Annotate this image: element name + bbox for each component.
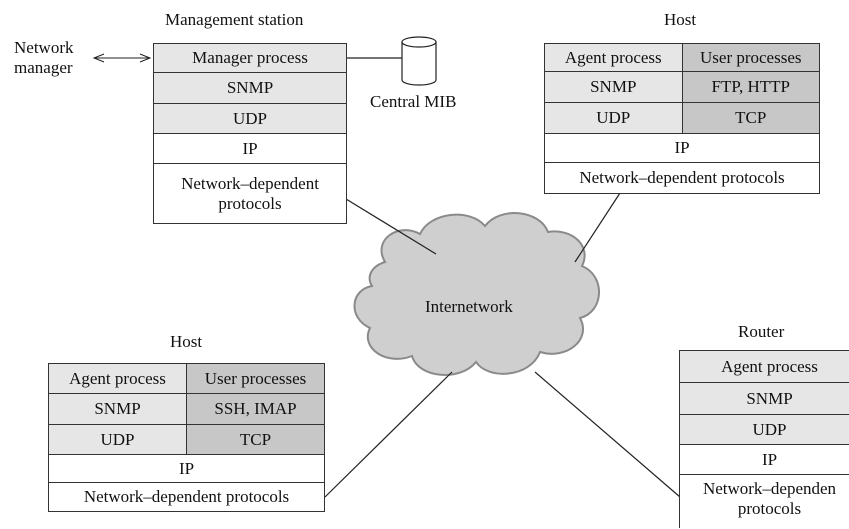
link-host-bottom xyxy=(324,371,453,498)
network-dependent-cell: Network–dependent protocols xyxy=(83,487,290,506)
link-management xyxy=(345,198,437,255)
layer-processes: Agent process User processes xyxy=(49,364,324,394)
layer-ip: IP xyxy=(680,445,849,475)
layer-network-dependent: Network–dependent protocols xyxy=(154,164,346,223)
apps-cell: SSH, IMAP xyxy=(186,394,324,424)
layer-network-dependent: Network–dependent protocols xyxy=(545,163,819,193)
layer-udp: UDP xyxy=(680,415,849,445)
user-processes-cell: User processes xyxy=(186,364,324,393)
layer-udp: UDP xyxy=(154,104,346,134)
layer-network-dependent: Network–dependent protocols xyxy=(49,483,324,511)
network-dependent-cell: Network–dependent protocols xyxy=(579,168,785,187)
network-dependent-cell: Network–dependen protocols xyxy=(680,475,849,529)
snmp-cell: SNMP xyxy=(545,72,682,102)
ip-cell: IP xyxy=(178,458,195,478)
udp-cell: UDP xyxy=(49,425,186,454)
layer-manager-process: Manager process xyxy=(154,44,346,73)
tcp-cell: TCP xyxy=(681,103,819,133)
network-manager-label-line1: Network xyxy=(14,38,74,57)
ip-cell: IP xyxy=(674,138,690,157)
agent-process-cell: Agent process xyxy=(721,356,818,376)
management-station-title: Management station xyxy=(165,10,304,29)
manager-process-cell: Manager process xyxy=(192,48,308,67)
internetwork-label: Internetwork xyxy=(425,297,513,316)
layer-transport: UDP TCP xyxy=(49,425,324,455)
layer-processes: Agent process User processes xyxy=(545,44,819,72)
host-top-title: Host xyxy=(664,10,697,29)
layer-ip: IP xyxy=(545,134,819,163)
central-mib-label: Central MIB xyxy=(370,92,457,111)
database-icon xyxy=(401,36,437,86)
layer-ip: IP xyxy=(154,134,346,164)
udp-cell: UDP xyxy=(232,108,267,128)
ndp-line2: protocols xyxy=(737,499,802,518)
ip-cell: IP xyxy=(242,138,258,158)
link-host-top xyxy=(574,192,621,263)
host-bottom-title: Host xyxy=(170,332,203,351)
network-manager-label-line2: manager xyxy=(14,58,73,77)
layer-snmp: SNMP xyxy=(154,73,346,104)
agent-process-cell: Agent process xyxy=(49,364,186,393)
router-title: Router xyxy=(738,322,785,341)
layer-snmp: SNMP xyxy=(680,383,849,415)
agent-process-cell: Agent process xyxy=(545,44,682,71)
snmp-cell: SNMP xyxy=(49,394,186,424)
udp-cell: UDP xyxy=(752,419,787,439)
ip-cell: IP xyxy=(761,449,778,469)
snmp-cell: SNMP xyxy=(746,388,793,408)
snmp-cell: SNMP xyxy=(226,78,274,97)
internetwork-cloud xyxy=(353,212,600,376)
host-top-stack: Agent process User processes SNMP FTP, H… xyxy=(544,43,820,194)
tcp-cell: TCP xyxy=(186,425,324,454)
udp-cell: UDP xyxy=(545,103,682,133)
user-processes-cell: User processes xyxy=(681,44,819,71)
layer-snmp-apps: SNMP SSH, IMAP xyxy=(49,394,324,425)
apps-cell: FTP, HTTP xyxy=(681,72,819,102)
host-bottom-stack: Agent process User processes SNMP SSH, I… xyxy=(48,363,325,512)
layer-ip: IP xyxy=(49,455,324,483)
double-arrow-icon xyxy=(92,53,152,63)
layer-transport: UDP TCP xyxy=(545,103,819,134)
router-stack: Agent process SNMP UDP IP Network–depend… xyxy=(679,350,849,529)
network-dependent-cell: Network–dependent protocols xyxy=(154,164,346,223)
layer-agent-process: Agent process xyxy=(680,351,849,383)
layer-snmp-apps: SNMP FTP, HTTP xyxy=(545,72,819,103)
layer-network-dependent: Network–dependen protocols xyxy=(680,475,849,529)
management-station-stack: Manager process SNMP UDP IP Network–depe… xyxy=(153,43,347,224)
ndp-line1: Network–dependent xyxy=(181,173,319,193)
ndp-line1: Network–dependen xyxy=(702,479,837,498)
link-router xyxy=(534,371,681,498)
ndp-line2: protocols xyxy=(218,193,282,213)
